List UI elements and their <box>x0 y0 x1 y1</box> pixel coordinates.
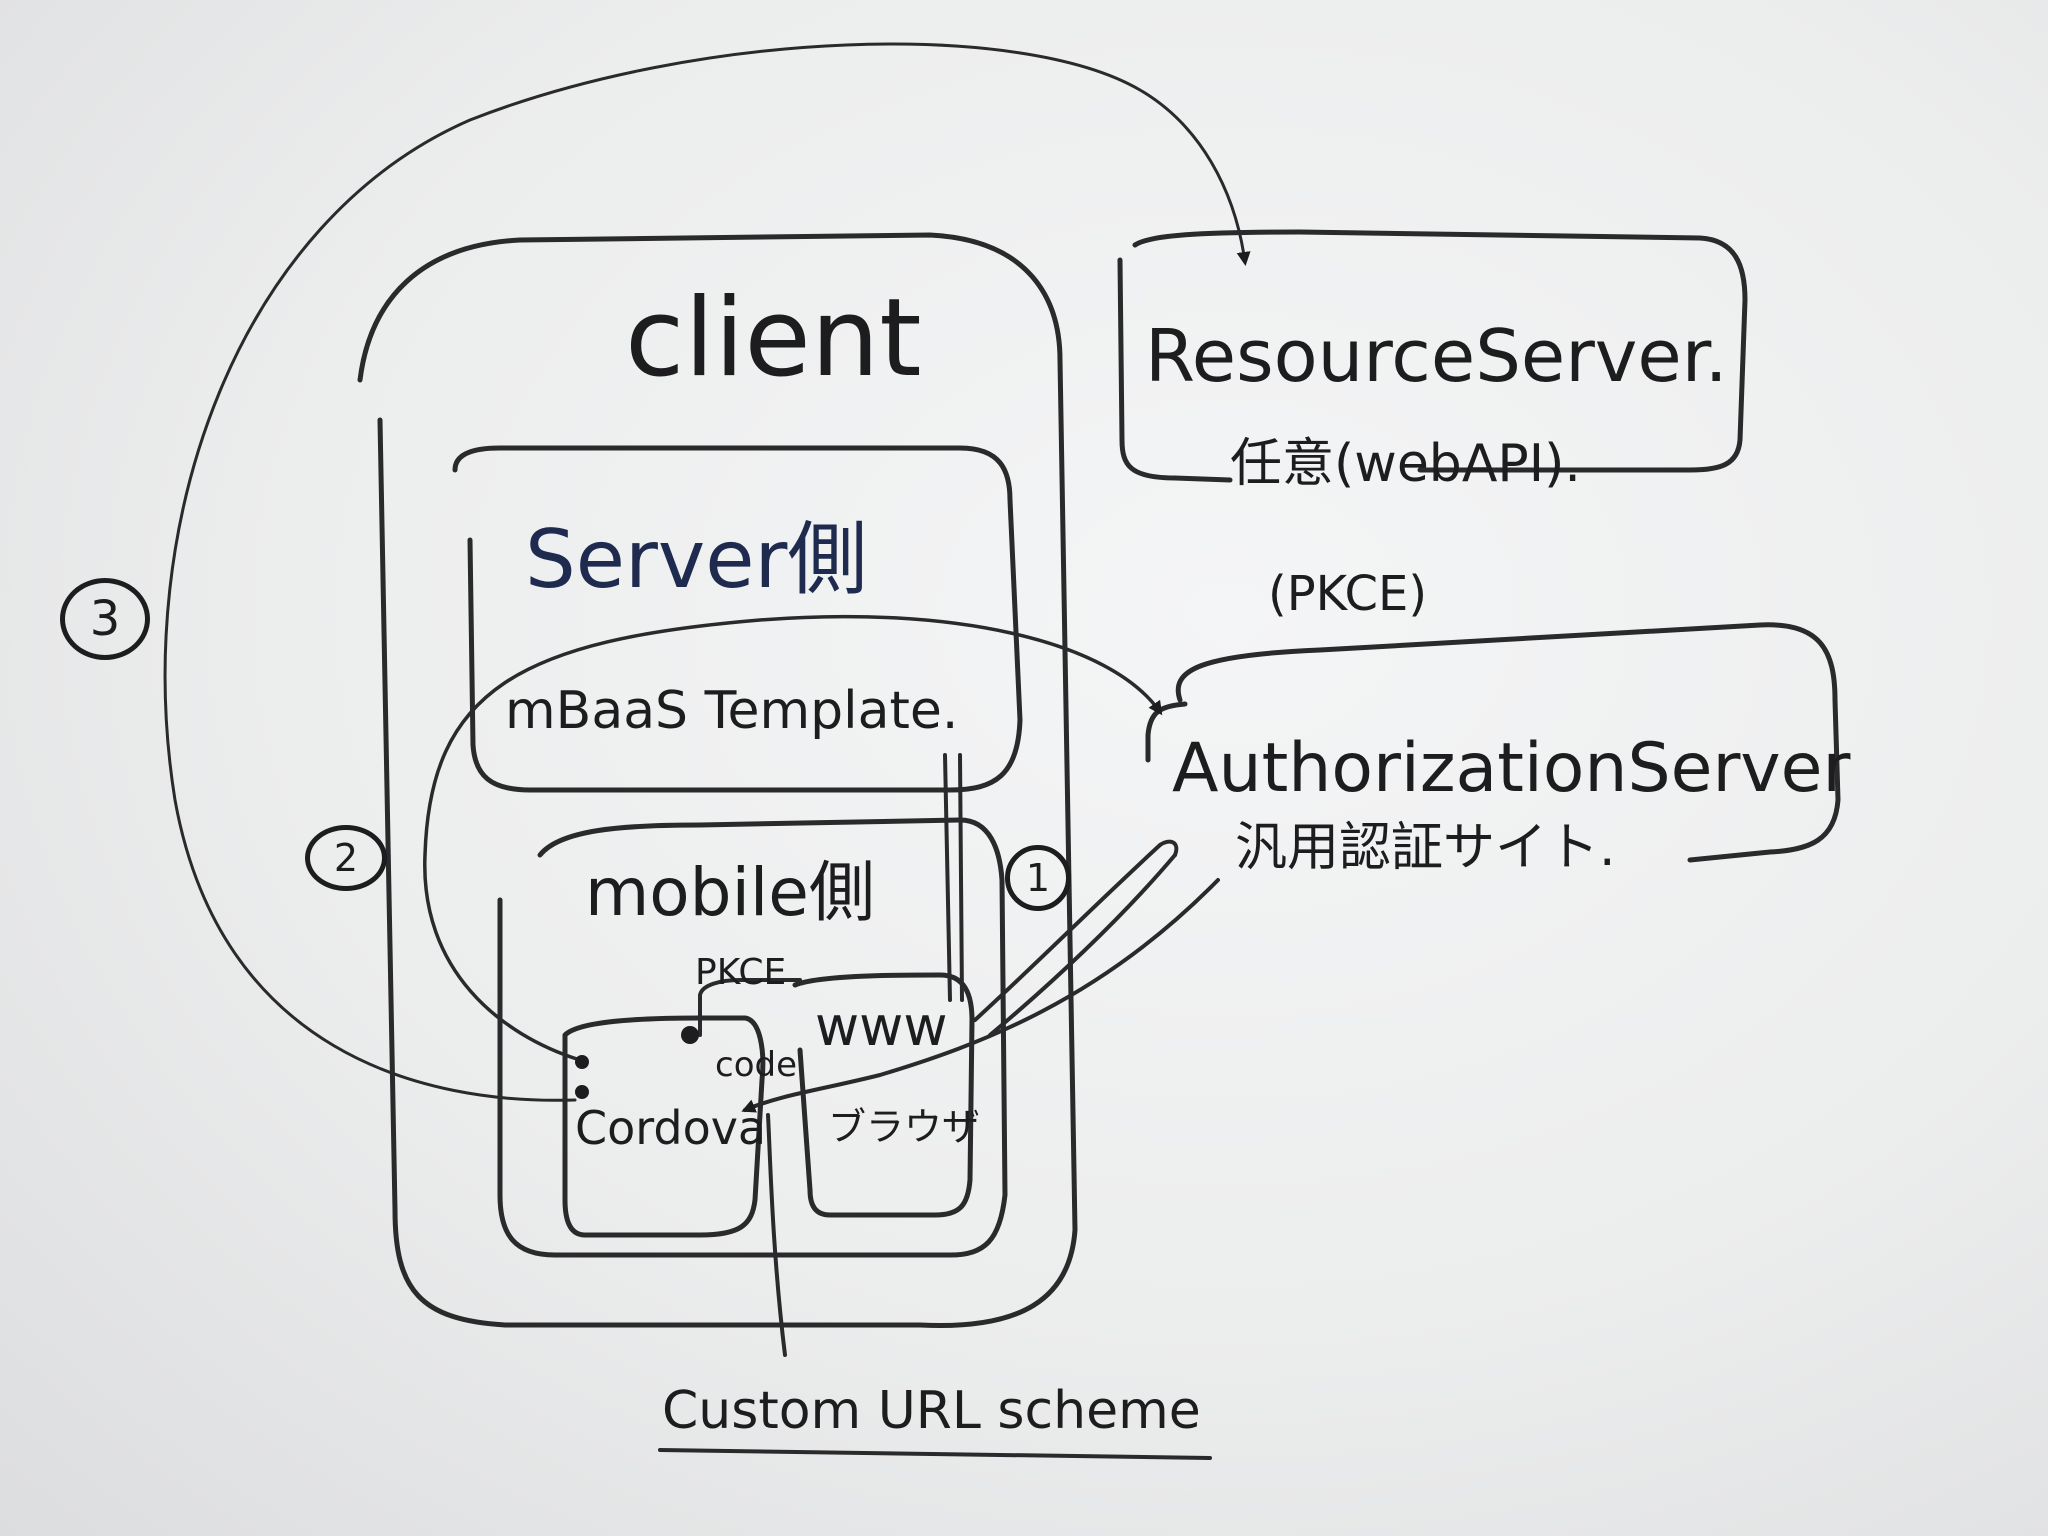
authorization-server-sub-label: 汎用認証サイト. <box>1235 818 1616 878</box>
mobile-side-label: mobile側 <box>585 854 875 931</box>
marker-one: 1 <box>1005 845 1071 911</box>
www-label: www <box>815 995 948 1058</box>
mbaas-template-label: mBaaS Template. <box>505 681 959 741</box>
client-label: client <box>625 276 922 401</box>
browser-label: ブラウザ <box>828 1105 981 1149</box>
code-label: code <box>715 1045 797 1085</box>
marker-three: 3 <box>60 578 150 660</box>
pkce-outer-label: (PKCE) <box>1268 566 1428 622</box>
resource-server-label: ResourceServer. <box>1145 314 1728 398</box>
mobile-side-box <box>497 817 1008 1258</box>
pkce-inner-label: PKCE <box>695 952 787 993</box>
flow-3-arrow <box>163 42 1251 1102</box>
server-side-label: Server側 <box>525 513 868 606</box>
authorization-server-label: AuthorizationServer <box>1172 729 1851 808</box>
browser-box <box>792 972 975 1218</box>
flow-1-line <box>943 753 952 1002</box>
custom-url-underline <box>658 1448 1212 1460</box>
cordova-box <box>562 1015 766 1238</box>
cordova-label: Cordova <box>575 1101 767 1155</box>
resource-server-box <box>1117 229 1748 483</box>
flow-2-arrow <box>423 614 1163 1062</box>
server-side-box <box>452 445 1023 793</box>
authorization-server-box <box>1175 622 1841 863</box>
marker-two: 2 <box>305 825 387 891</box>
client-box <box>357 232 1078 1329</box>
resource-server-sub-label: 任意(webAPI). <box>1230 434 1581 494</box>
custom-url-scheme-label: Custom URL scheme <box>662 1381 1201 1441</box>
